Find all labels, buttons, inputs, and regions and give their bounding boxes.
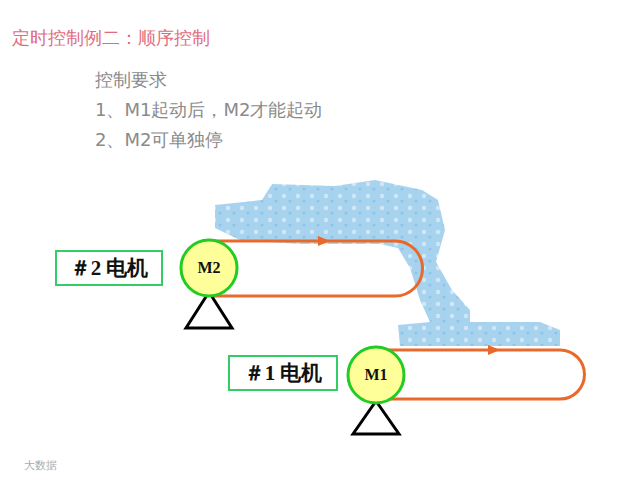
- motor-id: M2: [197, 259, 220, 277]
- section-heading: 控制要求: [95, 68, 167, 92]
- motor-name: ＃2 电机: [70, 254, 149, 282]
- motor-circle: M1: [346, 345, 406, 405]
- requirement: 1、M1起动后，M2才能起动: [95, 98, 322, 122]
- material-pile: [215, 180, 560, 346]
- title: 定时控制例二：顺序控制: [12, 26, 210, 50]
- requirement: 2、M2可单独停: [95, 128, 223, 152]
- belt-arrow: [318, 236, 330, 246]
- motor-id: M1: [364, 366, 387, 384]
- motor-name: ＃1 电机: [244, 359, 323, 387]
- motor-label-box: ＃1 电机: [228, 355, 338, 391]
- watermark: 大数据: [24, 458, 57, 473]
- motor-label-box: ＃2 电机: [55, 250, 163, 286]
- motor-circle: M2: [179, 238, 239, 298]
- belt-arrow: [488, 345, 500, 355]
